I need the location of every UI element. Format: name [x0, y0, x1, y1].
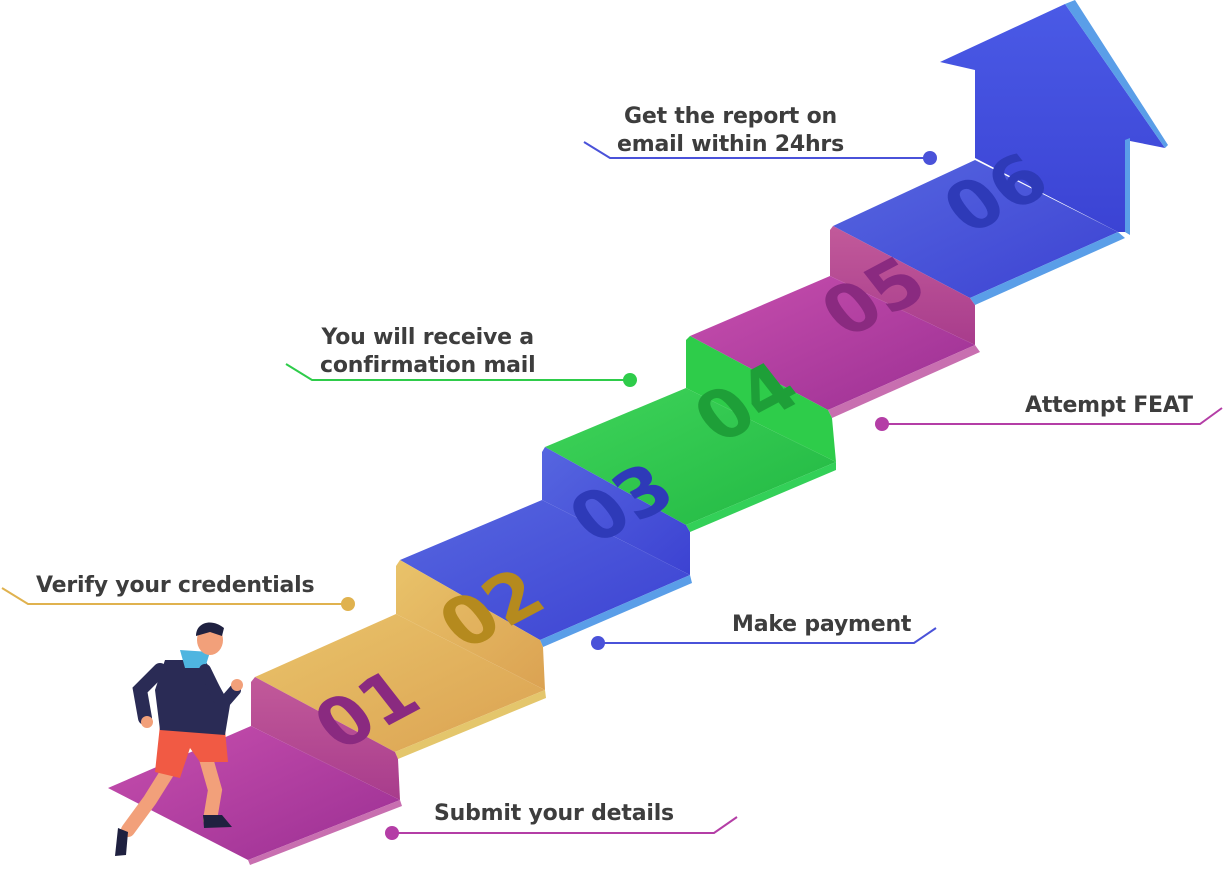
step-06-label: Get the report on email within 24hrs: [617, 103, 844, 159]
step-04-label-line-2: confirmation mail: [320, 353, 536, 378]
step-04-label-line-1: You will receive a: [321, 325, 535, 350]
running-man-icon: [115, 622, 243, 856]
up-arrow-icon: [940, 0, 1168, 235]
callout-01: [385, 816, 738, 840]
step-05-label: Attempt FEAT: [1025, 392, 1193, 420]
callout-04: [285, 363, 637, 387]
step-03-label: Make payment: [732, 611, 911, 639]
callout-06: [583, 141, 937, 165]
step-01-label: Submit your details: [434, 800, 674, 828]
step-02-label-text: Verify your credentials: [36, 573, 315, 598]
step-06-label-line-1: Get the report on: [624, 104, 837, 129]
step-02-label: Verify your credentials: [36, 572, 315, 600]
step-01-label-text: Submit your details: [434, 801, 674, 826]
step-06-label-line-2: email within 24hrs: [617, 132, 844, 157]
callout-02: [1, 587, 355, 611]
step-04-label: You will receive a confirmation mail: [320, 324, 536, 380]
step-05-label-text: Attempt FEAT: [1025, 393, 1193, 418]
callout-05: [875, 407, 1223, 431]
step-03-label-text: Make payment: [732, 612, 912, 637]
callout-03: [591, 627, 937, 650]
